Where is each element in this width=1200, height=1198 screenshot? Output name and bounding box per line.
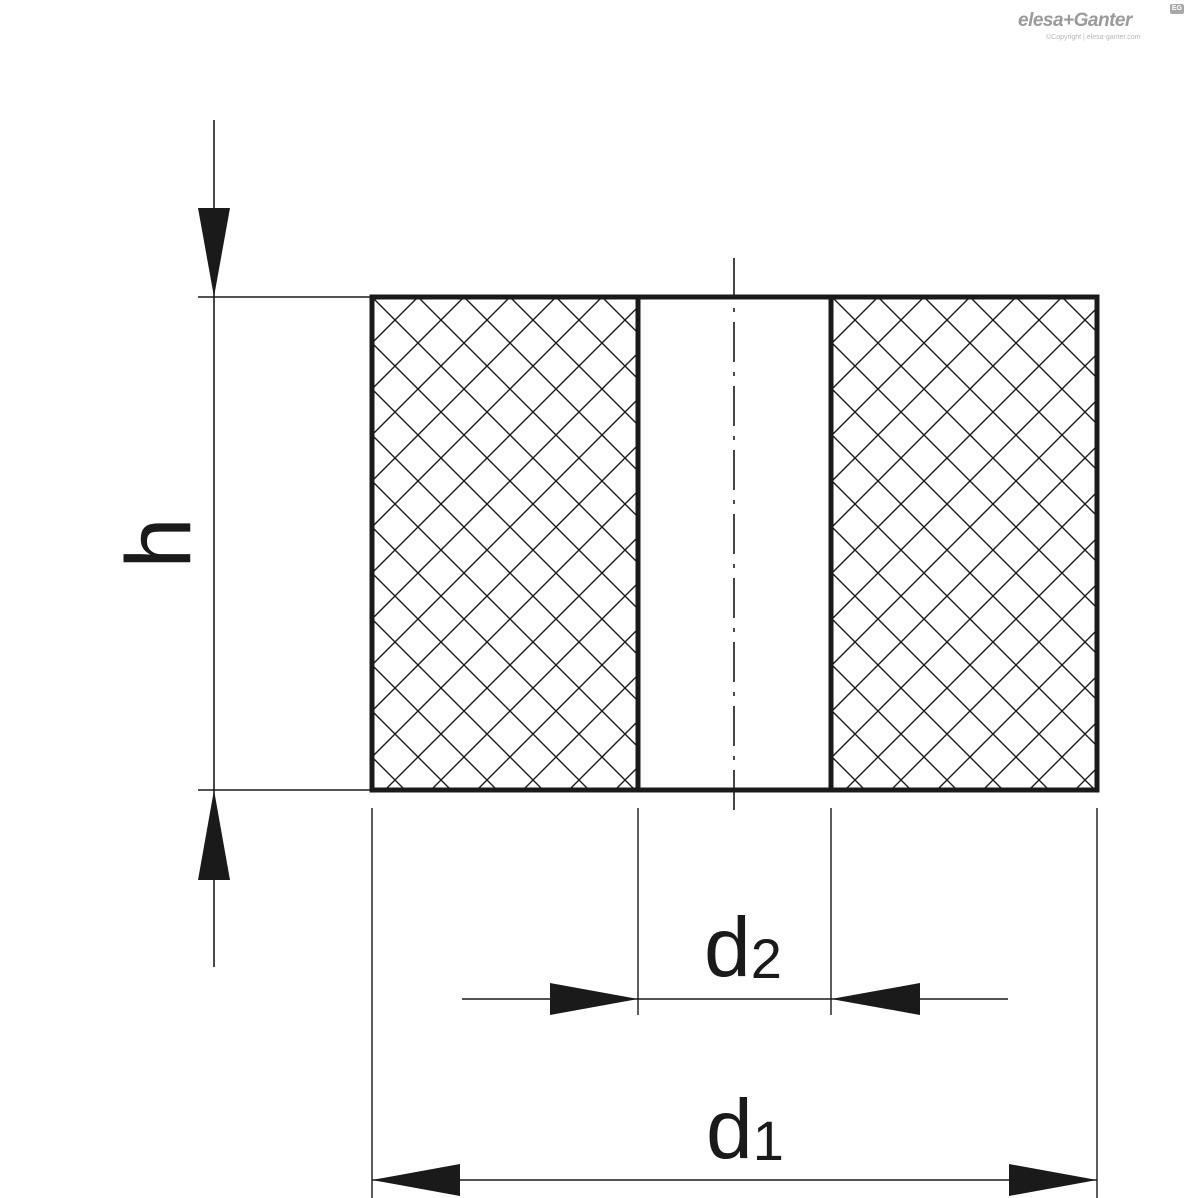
brand-copyright: ©Copyright | elesa-ganter.com — [1046, 34, 1141, 41]
brand-badge: EG — [1169, 4, 1184, 14]
brand-name: elesa+Ganter — [1018, 10, 1132, 31]
inner-diameter-label: d2 — [704, 900, 782, 994]
height-dimension: h — [108, 120, 372, 967]
arrow-left-icon — [831, 983, 920, 1015]
arrow-up-icon — [198, 790, 230, 880]
right-wall-section — [831, 297, 1097, 790]
arrow-left-icon — [372, 1164, 460, 1196]
brand-logo: elesa+Ganter EG ©Copyright | elesa-gante… — [1010, 4, 1186, 48]
arrow-right-icon — [1009, 1164, 1097, 1196]
outer-diameter-label: d1 — [706, 1082, 784, 1176]
height-label: h — [108, 517, 210, 568]
arrow-down-icon — [198, 208, 230, 297]
inner-diameter-dimension: d2 — [462, 808, 1008, 1015]
outer-diameter-dimension: d1 — [371, 808, 1098, 1198]
left-wall-section — [372, 297, 638, 790]
arrow-right-icon — [550, 983, 638, 1015]
